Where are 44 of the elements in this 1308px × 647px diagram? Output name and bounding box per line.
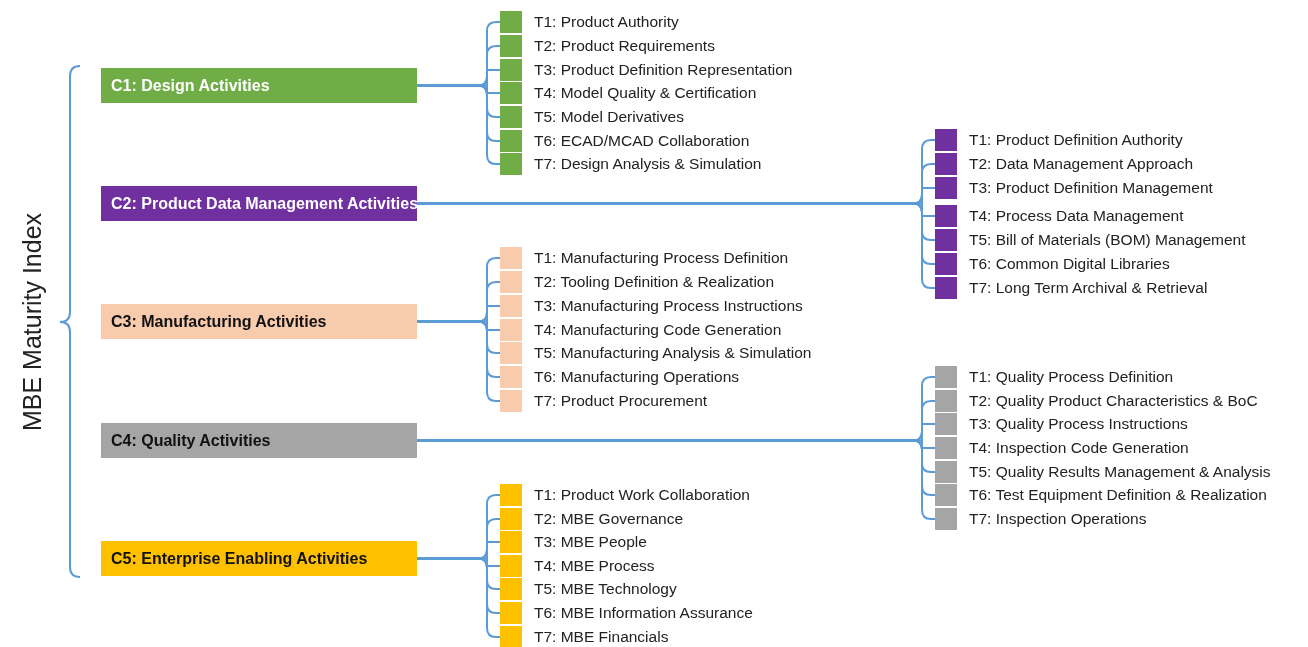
task-label: T5: Model Derivatives <box>534 108 684 126</box>
task-label: T7: Product Procurement <box>534 392 708 410</box>
task-label: T6: ECAD/MCAD Collaboration <box>534 132 750 150</box>
task-label: T5: Manufacturing Analysis & Simulation <box>534 344 812 362</box>
task-label: T3: MBE People <box>534 533 647 551</box>
task-label: T6: Common Digital Libraries <box>969 255 1170 273</box>
category-box: C1: Design Activities <box>101 68 417 103</box>
task-label: T7: Design Analysis & Simulation <box>534 155 762 173</box>
connector-line <box>416 557 501 638</box>
task-label: T1: Manufacturing Process Definition <box>534 249 789 267</box>
category-box: C3: Manufacturing Activities <box>101 304 417 339</box>
task-label: T1: Product Authority <box>534 13 679 31</box>
connector-line <box>416 84 501 165</box>
task-label: T4: MBE Process <box>534 557 655 575</box>
task-label: T2: Quality Product Characteristics & BoC <box>969 392 1258 410</box>
task-label: T1: Quality Process Definition <box>969 368 1174 386</box>
task-label: T4: Process Data Management <box>969 207 1184 225</box>
category-box: C5: Enterprise Enabling Activities <box>101 541 417 576</box>
task-label: T1: Product Work Collaboration <box>534 486 750 504</box>
task-label: T6: Manufacturing Operations <box>534 368 740 386</box>
category-box: C2: Product Data Management Activities <box>101 186 417 221</box>
task-label: T2: Data Management Approach <box>969 155 1194 173</box>
task-label: T2: Tooling Definition & Realization <box>534 273 775 291</box>
task-label: T5: MBE Technology <box>534 580 677 598</box>
vertical-title: MBE Maturity Index <box>17 212 47 432</box>
task-label: T1: Product Definition Authority <box>969 131 1183 149</box>
task-label: T2: MBE Governance <box>534 510 684 528</box>
task-label: T2: Product Requirements <box>534 37 715 55</box>
task-label: T5: Bill of Materials (BOM) Management <box>969 231 1246 249</box>
task-label: T3: Quality Process Instructions <box>969 415 1188 433</box>
task-label: T7: Inspection Operations <box>969 510 1147 528</box>
category-box: C4: Quality Activities <box>101 423 417 458</box>
task-label: T7: Long Term Archival & Retrieval <box>969 279 1208 297</box>
task-label: T3: Manufacturing Process Instructions <box>534 297 803 315</box>
connector-line <box>416 320 501 402</box>
task-label: T4: Manufacturing Code Generation <box>534 321 782 339</box>
task-label: T4: Inspection Code Generation <box>969 439 1189 457</box>
task-label: T4: Model Quality & Certification <box>534 84 757 102</box>
task-label: T5: Quality Results Management & Analysis <box>969 463 1271 481</box>
task-label: T6: Test Equipment Definition & Realization <box>969 486 1267 504</box>
task-label: T7: MBE Financials <box>534 628 669 646</box>
task-label: T6: MBE Information Assurance <box>534 604 753 622</box>
task-label: T3: Product Definition Representation <box>534 61 793 79</box>
task-label: T3: Product Definition Management <box>969 179 1213 197</box>
